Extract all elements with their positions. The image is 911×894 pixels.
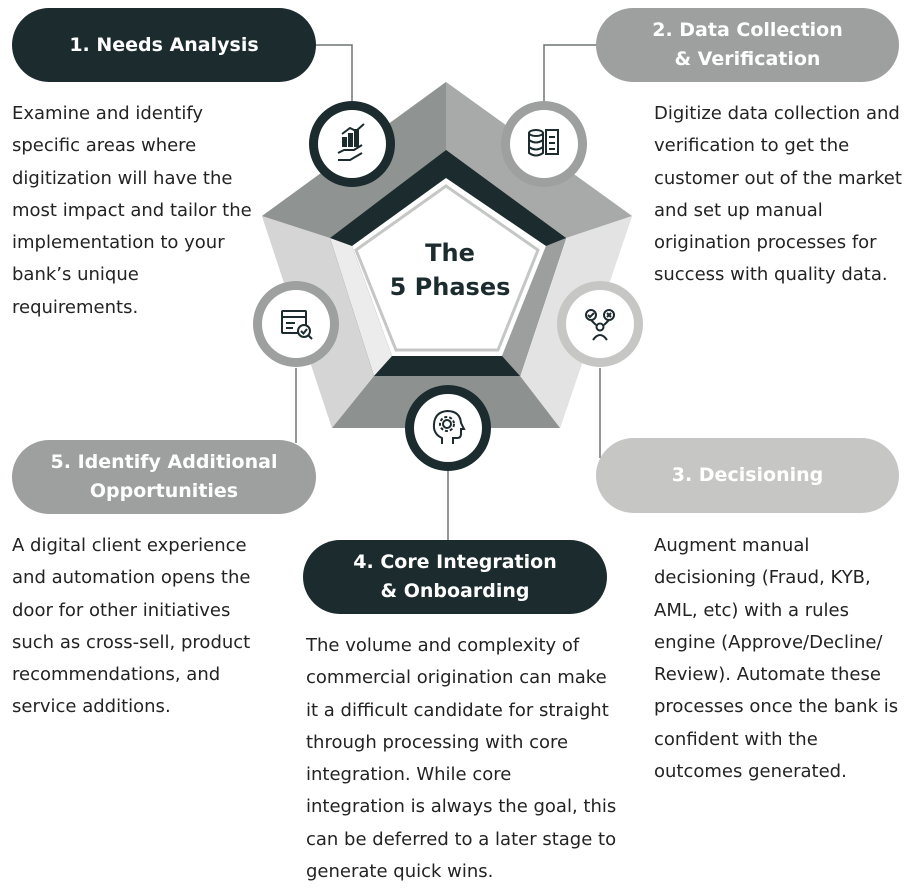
phase-4-icon-circle [405,385,491,471]
phase-5-title-pill: 5. Identify Additional Opportunities [12,440,316,514]
phase-4-desc-line: integration is always the goal, this [306,796,617,818]
phase-4-desc-line: it a difficult candidate for straight [306,699,609,721]
hand-chart-icon [337,123,365,161]
phase-3-title: 3. Decisioning [671,464,824,486]
phase-1-desc-line: most impact and tailor the [12,199,252,221]
phase-3-desc-line: confident with the [654,728,818,750]
phase-5-description: A digital client experience and automati… [12,530,250,724]
phase-1-desc-line: digitization will have the [12,167,233,189]
phase-1-title-pill: 1. Needs Analysis [12,8,316,82]
phase-5-desc-line: door for other initiatives [12,599,231,621]
phase-4-title-line-2: & Onboarding [380,580,530,602]
phase-2-title-pill: 2. Data Collection & Verification [596,8,899,82]
phase-2-desc-line: Digitize data collection and [654,103,900,124]
phase-3-icon-circle [557,281,643,367]
phase-5-desc-line: such as cross-sell, product [12,631,251,653]
phase-2-desc-line: origination processes for [654,232,877,254]
connector-lines [295,44,601,542]
decision-person-icon [585,309,615,341]
phase-2-description: Digitize data collection and verificatio… [654,98,902,292]
center-title-line-2: 5 Phases [389,273,511,301]
phase-1-icon-circle [309,101,395,187]
phase-2-desc-line: success with quality data. [654,264,888,286]
phase-5-desc-line: recommendations, and [12,664,221,686]
phase-1-desc-line: requirements. [12,296,139,318]
phase-2-title-line-1: 2. Data Collection [652,19,843,41]
phase-1-desc-line: specific areas where [12,135,197,157]
ring-segment-left [330,238,392,376]
phase-3-desc-line: outcomes generated. [654,761,847,783]
phase-4-desc-line: integration. While core [306,764,512,786]
phase-2-desc-line: customer out of the market [654,167,902,189]
phase-4-desc-line: generate quick wins. [306,861,494,883]
phase-4-description: The volume and complexity of commercial … [306,630,616,888]
database-document-icon [528,129,559,157]
phase-5-title-line-1: 5. Identify Additional [50,451,278,473]
phase-2-icon-circle [501,101,587,187]
center-pentagon [354,184,540,352]
phase-4-desc-line: through processing with core [306,731,569,753]
phase-4-desc-line: can be deferred to a later stage to [306,828,617,850]
phase-3-desc-line: Review). Automate these [654,664,881,686]
phase-1-desc-line: Examine and identify [12,103,204,124]
phase-4-desc-line: The volume and complexity of [306,635,580,656]
connector-phase-1 [316,44,353,104]
phase-4-title-line-1: 4. Core Integration [353,551,557,573]
phase-2-desc-line: and set up manual [654,199,823,221]
center-title: The 5 Phases [370,236,530,304]
phase-1-description: Examine and identify specific areas wher… [12,98,252,324]
phase-1-desc-line: bank’s unique [12,264,139,286]
ring-segment-top-right [446,150,566,246]
inner-ring [330,150,566,376]
connector-phase-2 [543,44,596,104]
phase-2-desc-line: verification to get the [654,135,850,157]
phase-5-desc-line: service additions. [12,696,171,718]
phase-5-desc-line: A digital client experience [12,535,247,556]
head-gear-icon [432,409,466,444]
browser-check-icon [281,310,313,340]
phase-3-desc-line: AML, etc) with a rules [654,599,850,621]
phase-3-title-pill: 3. Decisioning [596,438,899,513]
phase-5-title-line-2: Opportunities [89,480,239,502]
phase-3-desc-line: processes once the bank is [654,696,899,718]
phase-3-desc-line: decisioning (Fraud, KYB, [654,567,871,589]
phase-5-desc-line: and automation opens the [12,567,251,589]
phase-3-description: Augment manual decisioning (Fraud, KYB, … [654,530,898,788]
center-title-line-1: The [425,239,475,267]
phase-4-title-pill: 4. Core Integration & Onboarding [303,540,607,614]
phase-1-desc-line: implementation to your [12,232,225,254]
phase-1-title: 1. Needs Analysis [69,33,259,56]
ring-segment-right [502,238,566,376]
phase-3-desc-line: Augment manual [654,535,810,556]
phase-5-icon-circle [253,281,339,367]
phase-3-desc-line: engine (Approve/Decline/ [654,631,883,653]
phase-4-desc-line: commercial origination can make [306,667,607,689]
phase-2-title-line-2: & Verification [674,48,821,70]
